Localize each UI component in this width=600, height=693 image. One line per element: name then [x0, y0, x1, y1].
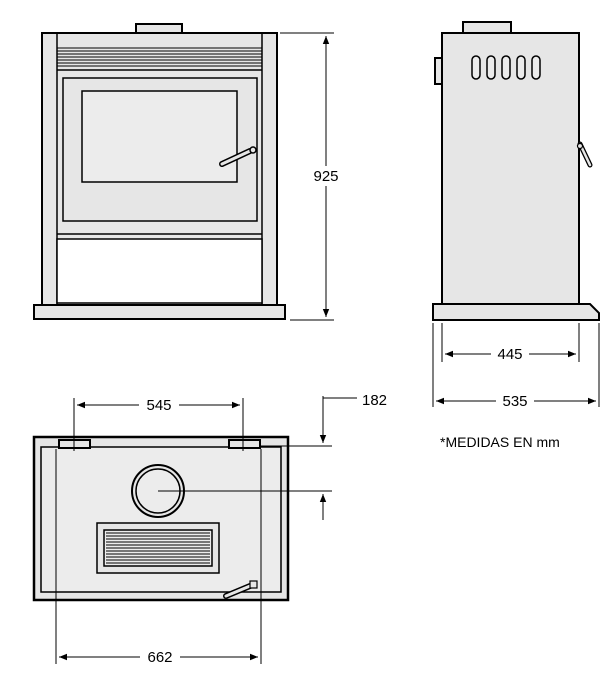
height-dimension-label: 925	[313, 168, 338, 185]
flue-offset-label: 182	[362, 392, 387, 409]
door-handle-icon	[219, 146, 257, 167]
units-note: *MEDIDAS EN mm	[440, 434, 560, 450]
top-inner-width-label: 545	[146, 397, 171, 414]
side-view: 445 535	[432, 21, 600, 411]
side-vents	[471, 55, 541, 80]
front-top-grille	[57, 47, 262, 71]
front-base	[33, 304, 286, 320]
front-log-store	[56, 238, 263, 304]
side-body	[441, 32, 580, 305]
front-view: 925	[33, 23, 346, 321]
top-grille	[96, 522, 220, 574]
front-door-glass	[81, 90, 238, 183]
side-base	[432, 303, 600, 321]
side-outer-depth-label: 535	[502, 393, 527, 410]
side-handle-icon	[576, 141, 593, 168]
top-outer-width-label: 662	[147, 649, 172, 666]
top-handle-icon	[223, 580, 258, 599]
top-view: 545 182 662	[32, 392, 387, 667]
side-inner-depth-label: 445	[497, 346, 522, 363]
top-rear-lug-right	[228, 439, 261, 449]
side-rear-outlet	[434, 57, 443, 85]
